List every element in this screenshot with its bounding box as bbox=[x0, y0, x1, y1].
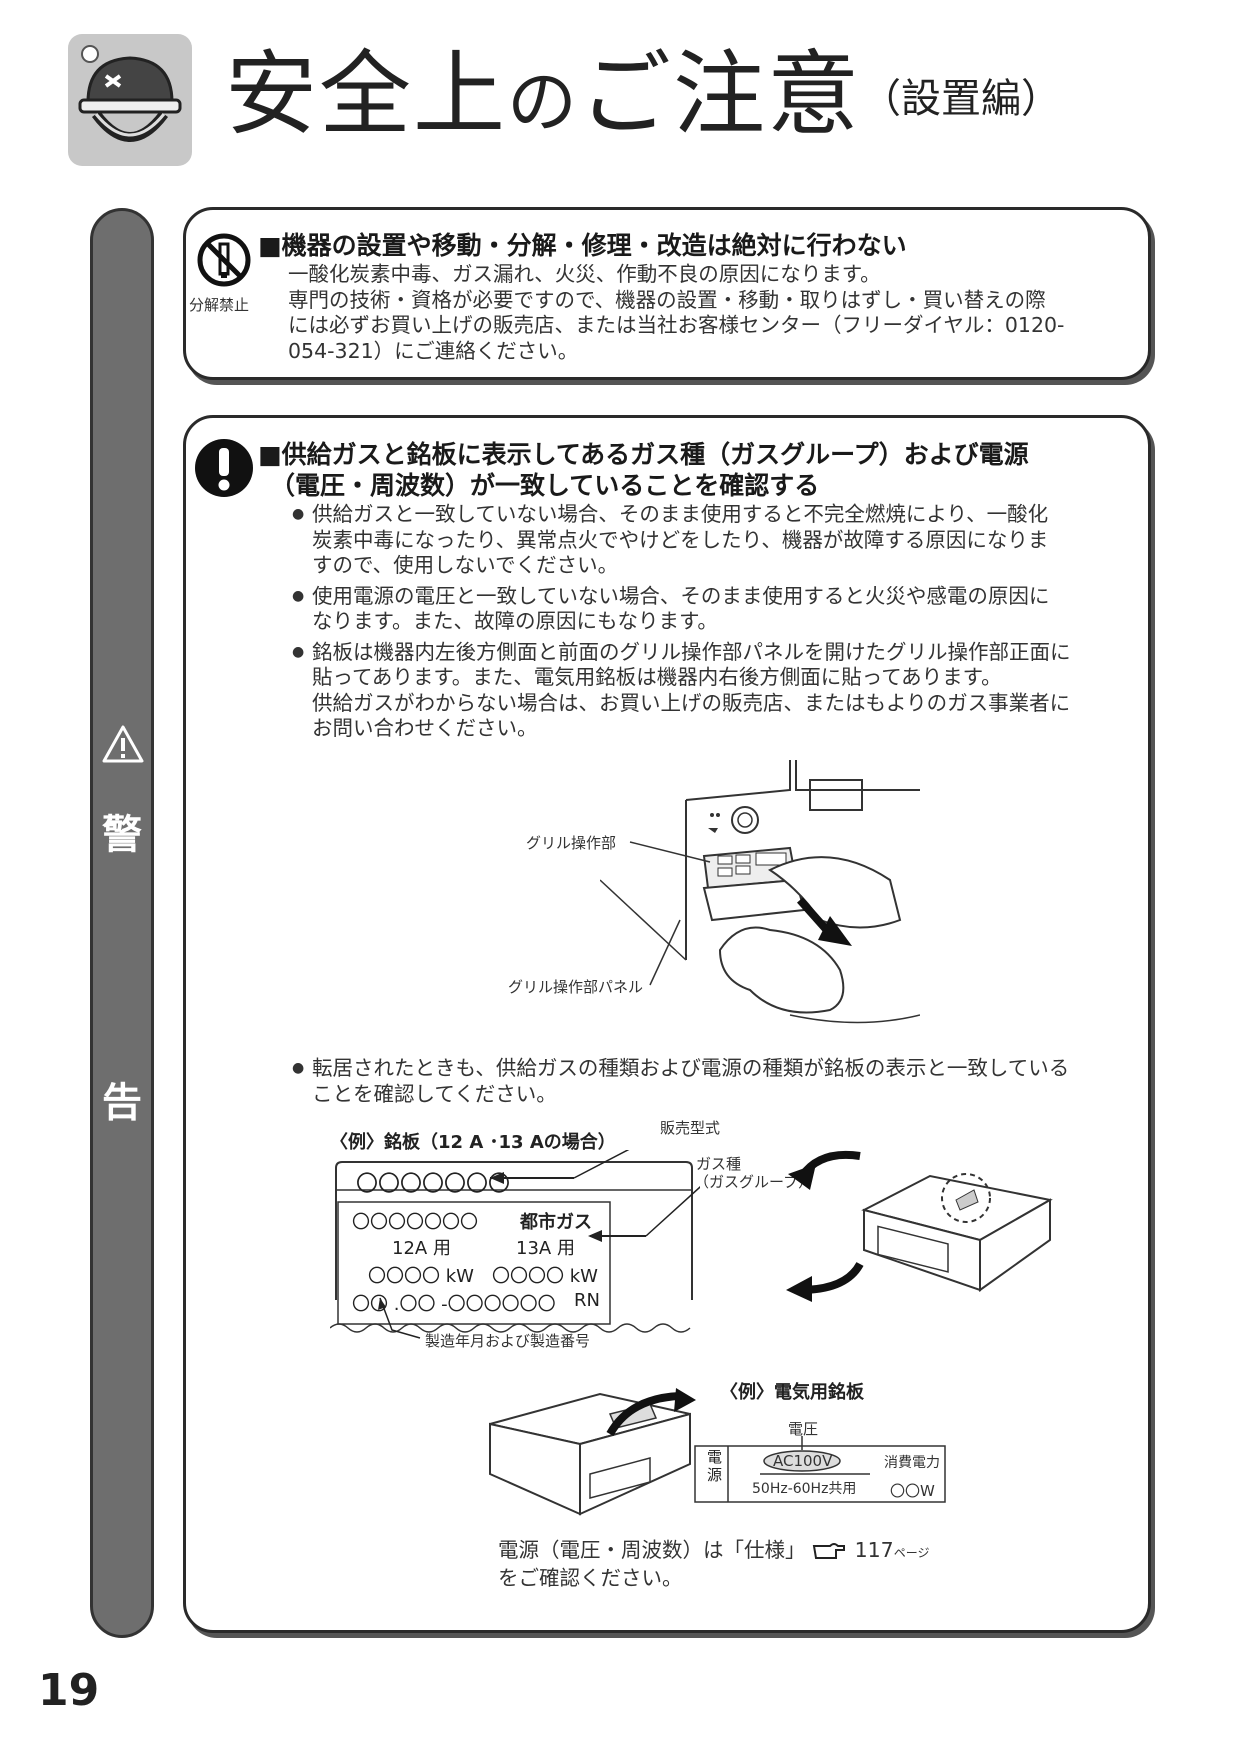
bullet-line: なります。また、故障の原因にもなります。 bbox=[312, 609, 718, 633]
model-label: 販売型式 bbox=[660, 1119, 721, 1137]
bullet-line: 供給ガスと一致していない場合、そのまま使用すると不完全燃焼により、一酸化 bbox=[312, 502, 1049, 526]
grill-panel-illustration bbox=[599, 760, 921, 1044]
gas-plate-frame bbox=[330, 1150, 700, 1339]
frequency-value: 50Hz-60Hz共用 bbox=[752, 1481, 857, 1497]
plate-example-caption: 〈例〉銘板（12 A ･13 Aの場合） bbox=[330, 1132, 616, 1153]
plate-model-value: 〇〇〇〇〇〇〇 bbox=[356, 1172, 511, 1197]
pointing-hand-icon bbox=[812, 1540, 848, 1567]
label-grill-operation: グリル操作部 bbox=[526, 834, 617, 852]
body-line: には必ずお買い上げの販売店、または当社お客様センター（フリーダイヤル：0120- bbox=[288, 313, 1065, 337]
voltage-value: AC100V bbox=[773, 1452, 833, 1470]
section2-heading-line1: ■供給ガスと銘板に表示してあるガス種（ガスグループ）および電源 bbox=[258, 440, 1029, 469]
consumption-label: 消費電力 bbox=[884, 1455, 940, 1471]
plate-row3-right: 〇〇〇〇 kW bbox=[492, 1266, 598, 1287]
elec-plate-caption: 〈例〉電気用銘板 bbox=[720, 1382, 864, 1403]
bullet-dot-icon: ● bbox=[292, 1060, 305, 1076]
plate-row4-right: RN bbox=[574, 1290, 600, 1311]
page-title: 安全上のご注意（設置編） bbox=[225, 41, 1062, 148]
spec-page-unit: ページ bbox=[893, 1546, 930, 1560]
label-grill-panel: グリル操作部パネル bbox=[508, 978, 644, 996]
plate-row3-left: 〇〇〇〇 kW bbox=[368, 1266, 474, 1287]
warning-triangle-icon bbox=[101, 724, 145, 768]
list-item: ● 供給ガスと一致していない場合、そのまま使用すると不完全燃焼により、一酸化 炭… bbox=[292, 502, 1142, 579]
bullet-line: 使用電源の電圧と一致していない場合、そのまま使用すると火災や感電の原因に bbox=[312, 583, 1050, 608]
section2-heading-line2: （電圧・周波数）が一致していることを確認する bbox=[270, 471, 820, 500]
power-source-label: 電源 bbox=[707, 1448, 723, 1484]
appliance-elec-plate-illustration bbox=[480, 1384, 800, 1548]
caution-exclamation-icon bbox=[194, 438, 254, 502]
sidebar-label-warning-2: 告 bbox=[102, 1080, 142, 1126]
section1-body: 一酸化炭素中毒、ガス漏れ、火災、作動不良の原因になります。 専門の技術・資格が必… bbox=[288, 262, 1128, 364]
section1-heading: ■機器の設置や移動・分解・修理・改造は絶対に行わない bbox=[258, 231, 907, 260]
gas-type-label-2: （ガスグループ） bbox=[694, 1173, 814, 1191]
bullet-dot-icon: ● bbox=[292, 643, 305, 660]
list-item: ● 銘板は機器内左後方側面と前面のグリル操作部パネルを開けたグリル操作部正面に … bbox=[292, 640, 1142, 742]
body-line: 一酸化炭素中毒、ガス漏れ、火災、作動不良の原因になります。 bbox=[288, 262, 881, 286]
bullet-line: すので、使用しないでください。 bbox=[312, 553, 619, 577]
elec-plate-frame bbox=[694, 1436, 946, 1503]
plate-row1-right: 都市ガス bbox=[520, 1212, 592, 1233]
voltage-label: 電圧 bbox=[788, 1420, 819, 1438]
icon-caption: 分解禁止 bbox=[189, 296, 250, 314]
bullet-line: お問い合わせください。 bbox=[312, 716, 538, 740]
body-line: 専門の技術・資格が必要ですので、機器の設置・移動・取りはずし・買い替えの際 bbox=[288, 287, 1046, 312]
spec-reference-note: 電源（電圧・周波数）は「仕様」 117ページ bbox=[498, 1538, 929, 1567]
plate-row2-left: 12A 用 bbox=[392, 1238, 451, 1259]
spec-reference-text: 電源（電圧・周波数）は「仕様」 bbox=[498, 1538, 806, 1562]
bullet-dot-icon: ● bbox=[292, 587, 305, 604]
spec-page-ref[interactable]: 117 bbox=[854, 1538, 894, 1562]
list-item: ● 使用電源の電圧と一致していない場合、そのまま使用すると火災や感電の原因に な… bbox=[292, 584, 1142, 635]
bullet-line: 貼ってあります。また、電気用銘板は機器内右後方側面に貼ってあります。 bbox=[312, 665, 1002, 689]
page-number: 19 bbox=[38, 1665, 100, 1716]
bullet-line: 転居されたときも、供給ガスの種類および電源の種類が銘板の表示と一致している bbox=[312, 1056, 1070, 1080]
helmet-icon bbox=[66, 32, 194, 168]
consumption-value: 〇〇W bbox=[890, 1482, 935, 1500]
bullet-line: ことを確認してください。 bbox=[312, 1081, 557, 1106]
no-disassembly-icon bbox=[196, 232, 252, 292]
gas-type-label-1: ガス種 bbox=[696, 1155, 742, 1173]
bullet-dot-icon: ● bbox=[292, 506, 305, 522]
bullet-list: ● 供給ガスと一致していない場合、そのまま使用すると不完全燃焼により、一酸化 炭… bbox=[292, 502, 1142, 742]
sidebar-label-warning-1: 警 bbox=[102, 812, 142, 858]
plate-row4-left: 〇〇 .〇〇 -〇〇〇〇〇〇 bbox=[352, 1294, 556, 1315]
body-line: 054-321）にご連絡ください。 bbox=[288, 338, 579, 363]
plate-row1-left: 〇〇〇〇〇〇〇 bbox=[352, 1212, 478, 1233]
list-item: ● 転居されたときも、供給ガスの種類および電源の種類が銘板の表示と一致している … bbox=[292, 1056, 1142, 1107]
bullet-line: 銘板は機器内左後方側面と前面のグリル操作部パネルを開けたグリル操作部正面に bbox=[312, 639, 1071, 664]
appliance-plate-location-illustration bbox=[780, 1140, 1060, 1314]
serial-label: 製造年月および製造番号 bbox=[425, 1332, 591, 1350]
warning-sidebar bbox=[90, 208, 154, 1638]
section-disassembly-prohibited bbox=[183, 207, 1151, 380]
spec-reference-line2: をご確認ください。 bbox=[498, 1566, 683, 1590]
bullet-relocation: ● 転居されたときも、供給ガスの種類および電源の種類が銘板の表示と一致している … bbox=[292, 1056, 1142, 1107]
bullet-line: 供給ガスがわからない場合は、お買い上げの販売店、またはもよりのガス事業者に bbox=[312, 690, 1071, 715]
leader-lines bbox=[629, 841, 711, 986]
bullet-line: 炭素中毒になったり、異常点火でやけどをしたり、機器が故障する原因になりま bbox=[312, 527, 1049, 552]
plate-row2-right: 13A 用 bbox=[516, 1238, 575, 1259]
